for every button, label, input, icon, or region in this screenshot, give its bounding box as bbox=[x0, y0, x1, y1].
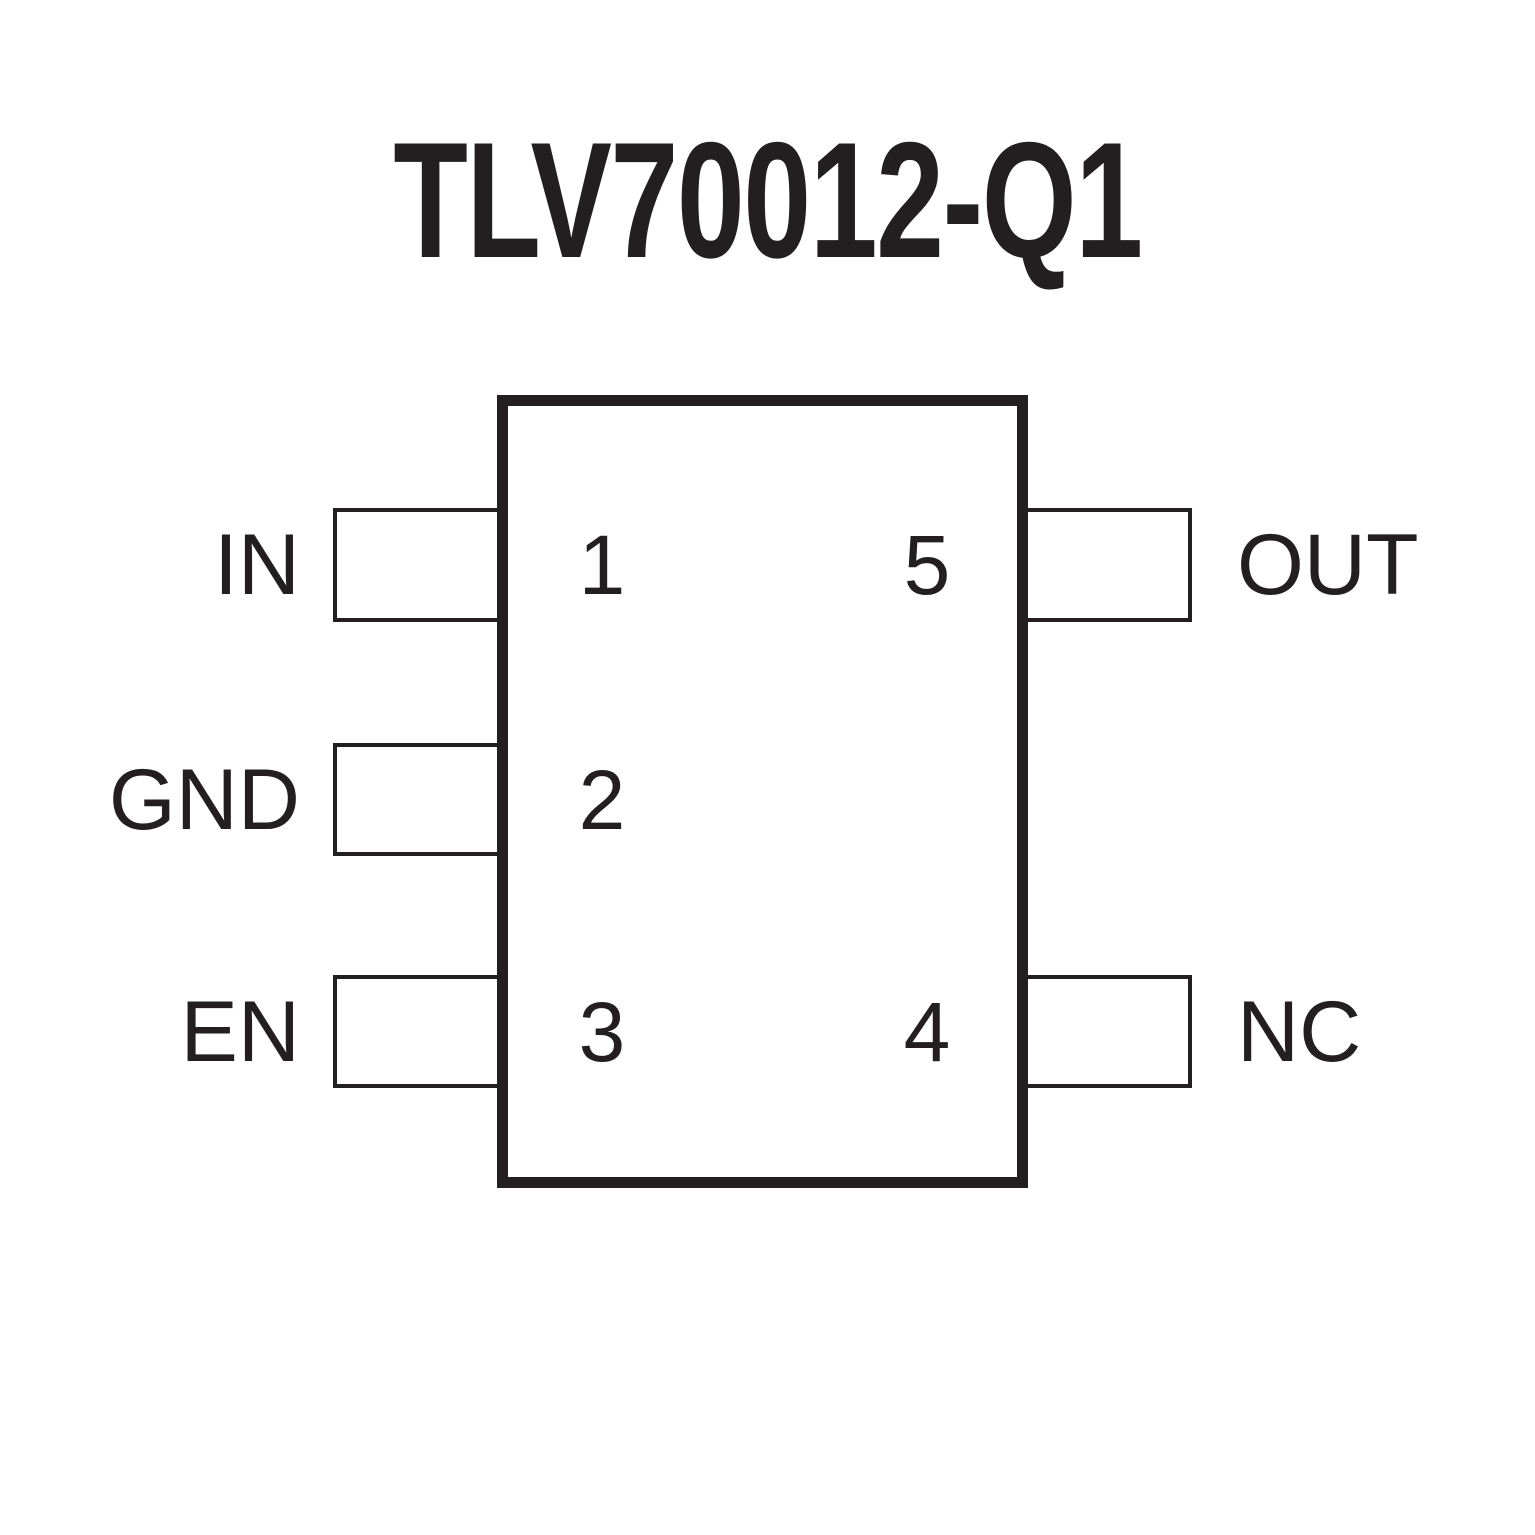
pin-label-in: IN bbox=[214, 517, 300, 613]
pin-number-4: 4 bbox=[903, 984, 951, 1079]
pin-label-gnd: GND bbox=[108, 751, 300, 848]
ic-body bbox=[497, 395, 1028, 1188]
pin-number-3: 3 bbox=[578, 984, 626, 1079]
pin-number-2: 2 bbox=[578, 752, 626, 847]
pin-number-5: 5 bbox=[903, 518, 951, 612]
pin-number-1: 1 bbox=[578, 518, 626, 612]
pin-pad-nc bbox=[1016, 975, 1192, 1088]
pin-pad-in bbox=[333, 508, 513, 622]
pin-label-nc: NC bbox=[1237, 983, 1362, 1080]
chip-title: TLV70012-Q1 bbox=[393, 108, 1143, 292]
pin-pad-en bbox=[333, 975, 513, 1088]
pin-pad-out bbox=[1016, 508, 1192, 622]
pin-pad-gnd bbox=[333, 743, 513, 856]
pin-label-out: OUT bbox=[1237, 517, 1419, 613]
pin-label-en: EN bbox=[180, 983, 300, 1080]
